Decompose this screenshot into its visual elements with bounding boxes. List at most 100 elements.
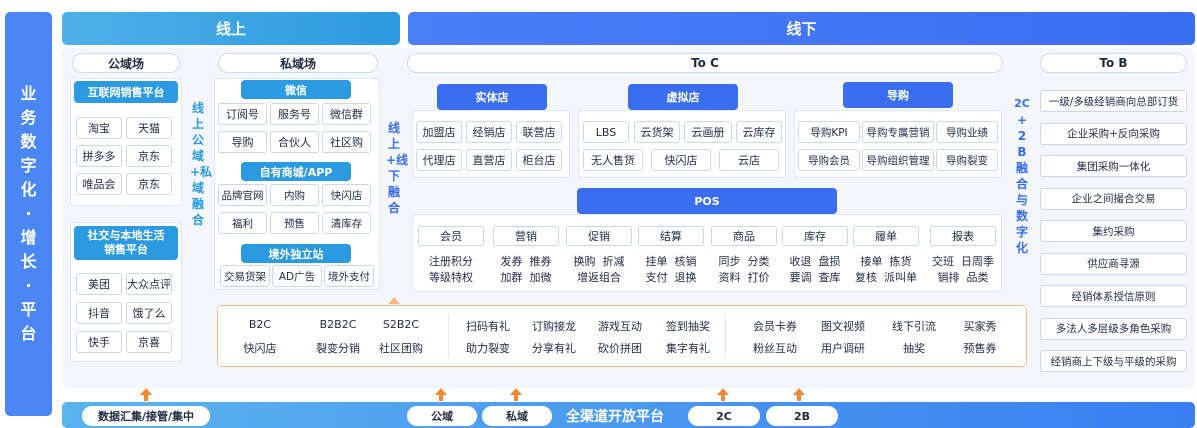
social-local-sales-title: 社交与本地生活 销售平台 — [74, 226, 178, 260]
up-arrow-stem — [144, 395, 148, 401]
physical-store-item: 加盟店 — [416, 121, 462, 143]
overseas-site-title: 境外独立站 — [241, 244, 351, 263]
shopping-guide-item: 导购KPI — [798, 121, 860, 143]
pos-module-detail: 支付 退换 — [645, 271, 697, 284]
pos-module-head: 履单 — [853, 226, 919, 246]
mall-item: 品牌官网 — [218, 184, 267, 206]
marketing-capability-item: 签到抽奖 — [666, 320, 710, 333]
wechat-item: 社区购 — [322, 131, 371, 153]
shopping-guide-item: 导购会员 — [798, 149, 860, 171]
shopping-guide-title: 导购 — [843, 82, 953, 108]
wechat-item: 合伙人 — [270, 131, 319, 153]
capability-item: S2B2C — [382, 318, 420, 331]
engagement-capability-item: 粉丝互动 — [753, 342, 797, 355]
up-arrow-icon — [717, 388, 729, 395]
up-arrow-stem — [797, 395, 801, 401]
pos-module-detail: 换购 折减 — [573, 255, 625, 268]
pos-module-detail: 增返组合 — [577, 271, 621, 284]
tob-item: 集团采购一体化 — [1040, 155, 1187, 177]
virtual-store-item: 云货架 — [634, 121, 680, 143]
overseas-item: 交易货架 — [220, 265, 270, 287]
pos-module-detail: 注册积分 — [429, 255, 473, 268]
fusion-text: 2B融合与数字化 — [1015, 129, 1028, 255]
engagement-capability-item: 线下引流 — [892, 320, 936, 333]
marketing-capability-item: 分享有礼 — [532, 342, 576, 355]
capability-item: B2C — [248, 318, 272, 331]
marketing-capability-item: 订购接龙 — [532, 320, 576, 333]
social-platform-item: 大众点评 — [126, 273, 172, 295]
shopping-guide-item: 导购裂变 — [936, 149, 998, 171]
pos-module-detail: 复核 派叫单 — [855, 271, 917, 284]
online-offline-fusion-label: 线上+线下融合 — [386, 121, 409, 215]
capability-item: B2B2C — [319, 318, 357, 331]
mall-item: 预售 — [270, 212, 319, 234]
shopping-guide-item: 导购专属营销 — [862, 121, 934, 143]
internet-platform-item: 唯品会 — [76, 173, 122, 195]
pos-module-head: 促销 — [566, 226, 632, 246]
social-platform-item: 快手 — [76, 331, 122, 353]
mall-item: 福利 — [218, 212, 267, 234]
private-domain-pill[interactable]: 私域 — [482, 406, 552, 426]
to-c-pill[interactable]: 2C — [688, 406, 760, 426]
tob-head: To B — [1040, 53, 1187, 73]
wechat-item: 订阅号 — [218, 103, 267, 125]
engagement-capability-item: 预售券 — [963, 342, 997, 355]
up-arrow-icon — [435, 388, 447, 395]
tob-item: 经销体系授信原则 — [1040, 285, 1187, 307]
overseas-item: AD广告 — [272, 265, 322, 287]
tob-item: 经销商上下级与平级的采购 — [1040, 350, 1187, 372]
toc-head: To C — [407, 53, 1003, 73]
virtual-store-item: 无人售货 — [583, 149, 643, 171]
pos-module-head: 会员 — [418, 226, 484, 246]
tob-item: 多法人多层级多角色采购 — [1040, 317, 1187, 340]
internet-platform-item: 京东 — [126, 173, 172, 195]
physical-store-item: 联营店 — [516, 121, 562, 143]
public-domain-pill[interactable]: 公域 — [407, 406, 477, 426]
social-platform-item: 饿了么 — [126, 302, 172, 324]
pos-module-detail: 收退 盘损 — [789, 255, 841, 268]
virtual-store-item: 云库存 — [736, 121, 782, 143]
social-platform-item: 抖音 — [76, 302, 122, 324]
internet-platform-item: 天猫 — [126, 117, 172, 139]
up-arrow-icon — [793, 388, 805, 395]
online-fusion-label: 线上公域+私域融合 — [190, 101, 213, 227]
virtual-store-title: 虚拟店 — [628, 84, 738, 110]
internet-platform-item: 淘宝 — [76, 117, 122, 139]
tob-item: 企业之间撮合交易 — [1040, 187, 1187, 210]
marketing-capability-item: 助力裂变 — [466, 342, 510, 355]
pos-module-head: 报表 — [930, 226, 996, 246]
up-arrow-icon — [140, 388, 152, 395]
physical-store-item: 代理店 — [416, 149, 462, 171]
wechat-item: 微信群 — [322, 103, 371, 125]
private-domain-head: 私域场 — [218, 53, 378, 73]
marketing-capability-item: 砍价拼团 — [598, 342, 642, 355]
open-platform-bar — [62, 402, 1195, 428]
engagement-capability-item: 抽奖 — [903, 342, 925, 355]
public-domain-head: 公域场 — [72, 53, 180, 73]
internet-sales-title: 互联网销售平台 — [74, 81, 178, 103]
open-platform-title: 全渠道开放平台 — [566, 409, 664, 425]
pos-module-head: 结算 — [638, 226, 704, 246]
marketing-capability-item: 扫码有礼 — [466, 320, 510, 333]
shopping-guide-item: 导购业绩 — [936, 121, 998, 143]
virtual-store-item: 云画册 — [684, 121, 732, 143]
pos-module-detail: 资料 打价 — [718, 271, 770, 284]
wechat-item: 导购 — [218, 131, 267, 153]
tob-item: 集约采购 — [1040, 220, 1187, 242]
physical-store-title: 实体店 — [437, 84, 547, 110]
marketing-capability-item: 游戏互动 — [598, 320, 642, 333]
social-platform-item: 京喜 — [126, 331, 172, 353]
engagement-capability-item: 买家秀 — [963, 320, 997, 333]
data-collection-pill: 数据汇集/接管/集中 — [82, 406, 210, 426]
wechat-title: 微信 — [241, 80, 351, 99]
fusion-2c: 2C — [1014, 97, 1030, 110]
to-b-pill[interactable]: 2B — [766, 406, 838, 426]
offline-header: 线下 — [408, 12, 1195, 45]
internet-platform-item: 京东 — [126, 145, 172, 167]
pos-module-detail: 发券 推券 — [500, 255, 552, 268]
shopping-guide-item: 导购组织管理 — [862, 149, 934, 171]
mall-item: 清库存 — [322, 212, 371, 234]
own-mall-title: 自有商城/APP — [241, 162, 351, 181]
mall-item: 内购 — [270, 184, 319, 206]
capability-item: 社区团购 — [379, 342, 423, 355]
